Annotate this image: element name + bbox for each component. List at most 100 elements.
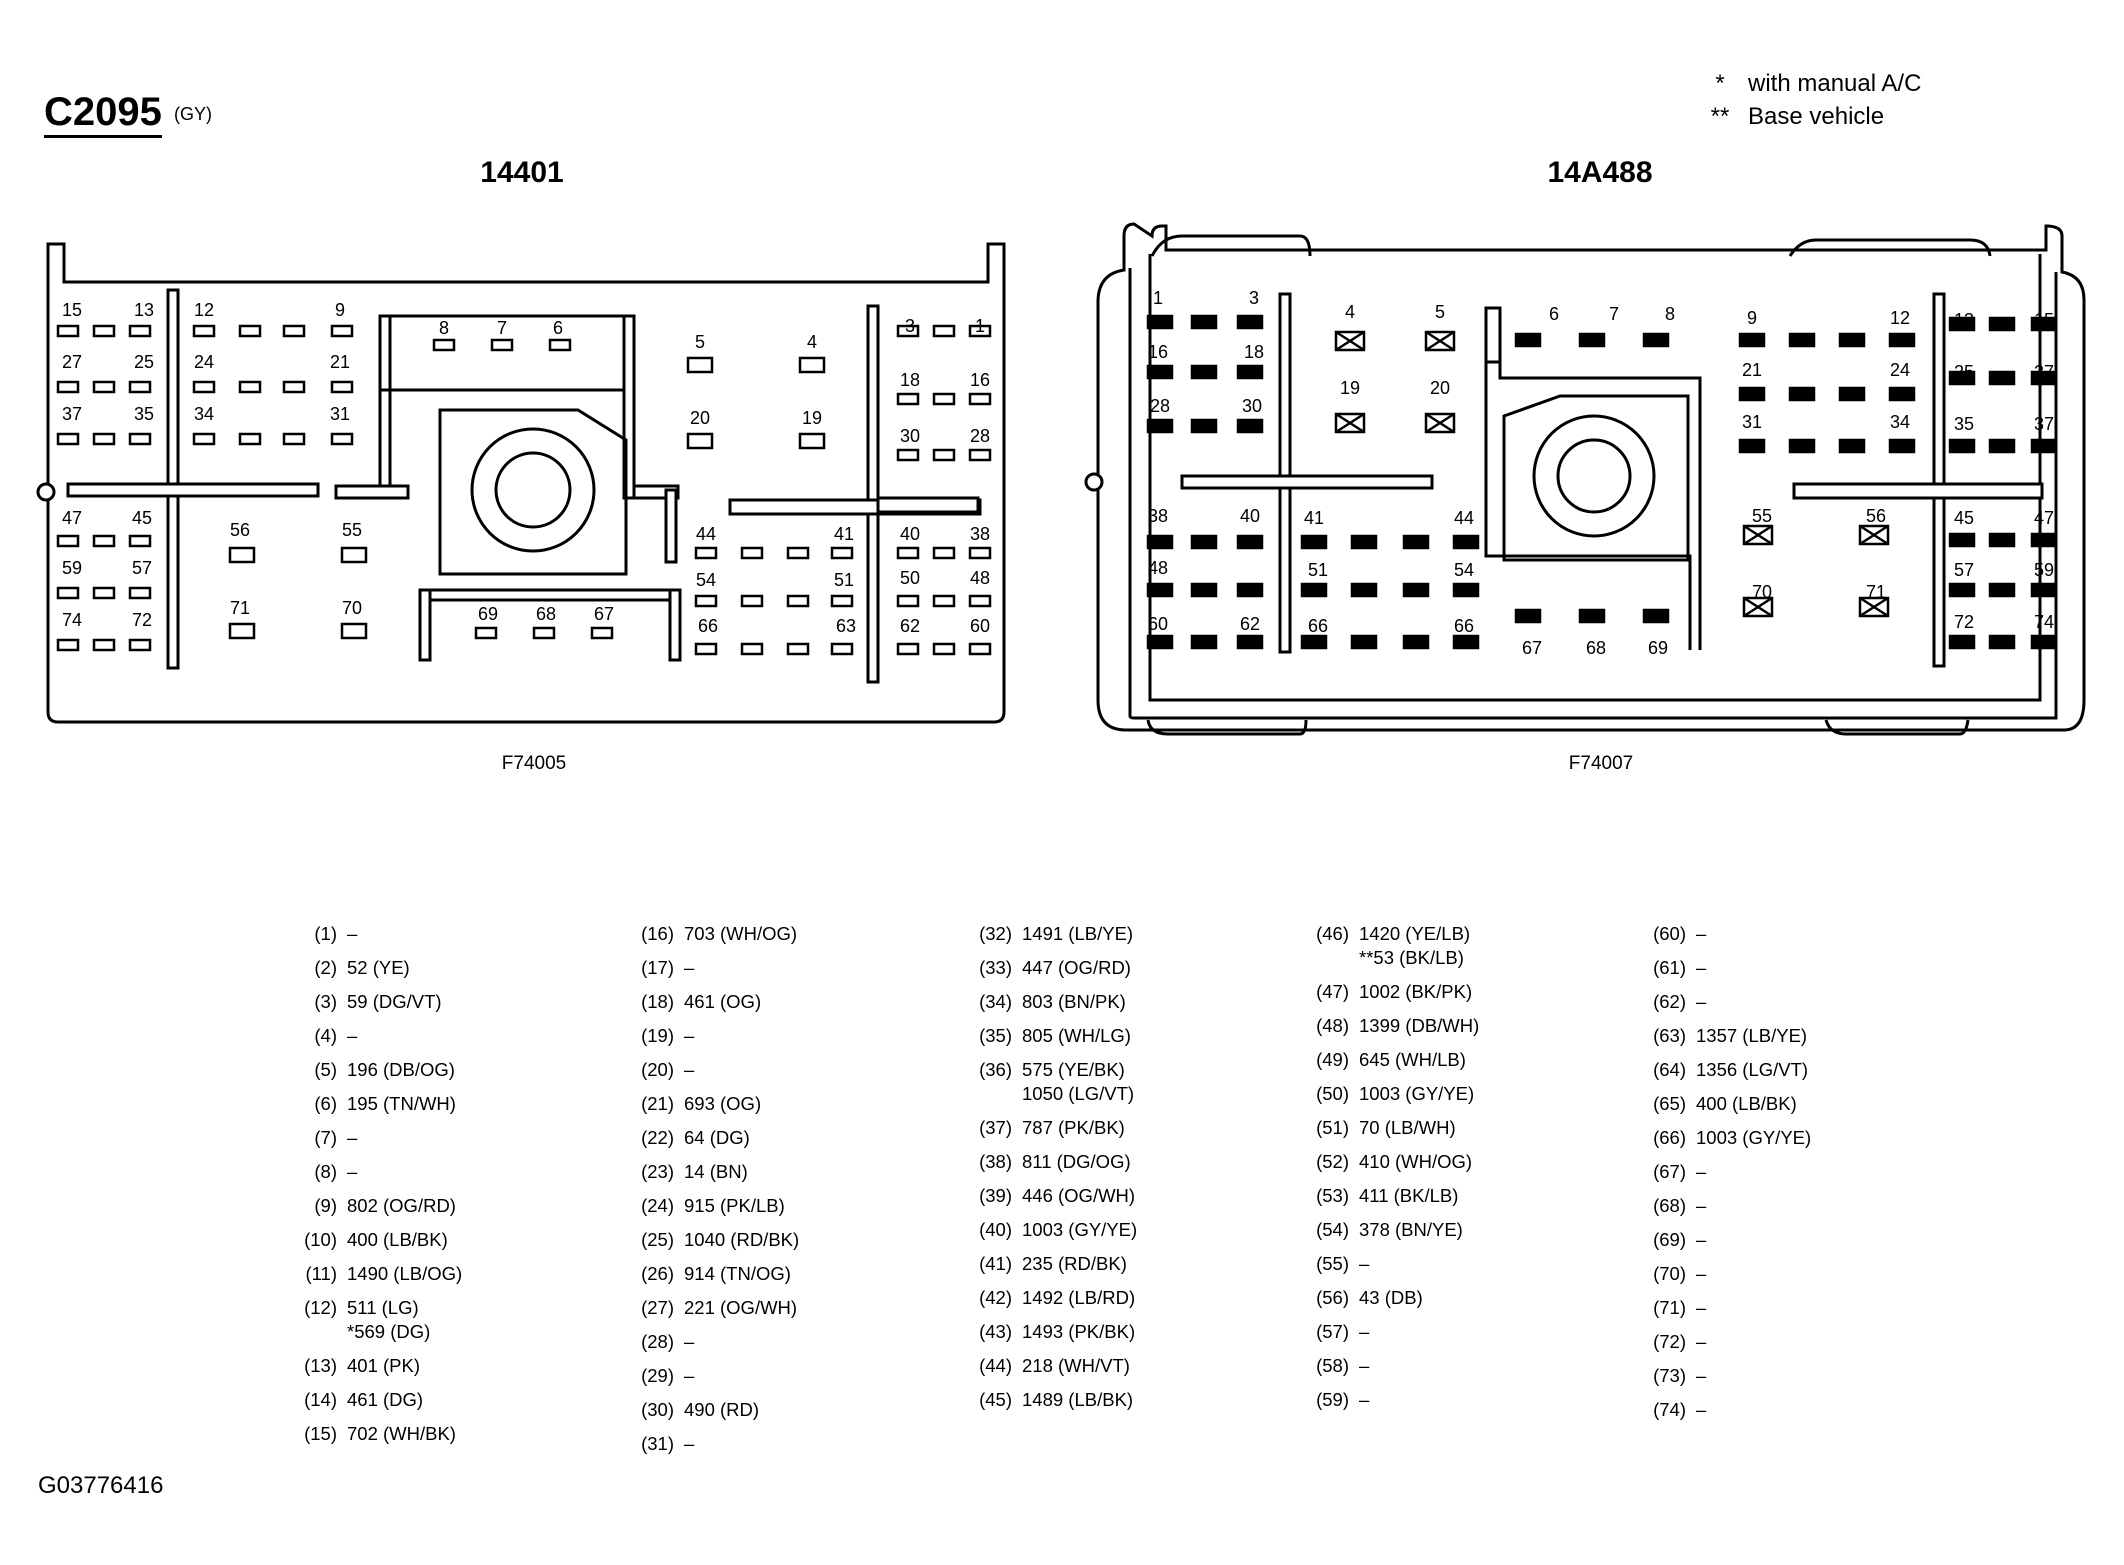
pin-label: 21 xyxy=(330,352,350,372)
pin-cavity xyxy=(432,338,456,352)
circuit-value: 702 (WH/BK) xyxy=(347,1423,456,1444)
pin-number: (8) xyxy=(314,1161,337,1182)
pin-number: (27) xyxy=(641,1297,674,1318)
pin-cavity xyxy=(192,380,216,394)
pin-cavity xyxy=(1988,532,2016,548)
pin-label: 56 xyxy=(230,520,250,540)
pin-label: 38 xyxy=(1148,506,1168,526)
pin-number: (11) xyxy=(305,1263,337,1284)
pin-cavity xyxy=(830,546,854,560)
pin-cavity xyxy=(1452,534,1480,550)
pin-label: 1 xyxy=(1153,288,1163,308)
pin-label: 40 xyxy=(900,524,920,544)
pin-cavity xyxy=(1146,534,1174,550)
pin-cavity xyxy=(490,338,514,352)
pin-label: 71 xyxy=(230,598,250,618)
circuit-value: 14 (BN) xyxy=(684,1161,748,1182)
pin-number: (41) xyxy=(979,1253,1012,1274)
pin-cavity xyxy=(128,586,152,600)
pin-label: 35 xyxy=(134,404,154,424)
pin-label: 54 xyxy=(1454,560,1474,580)
pin-number: (32) xyxy=(979,923,1012,944)
pin-cavity xyxy=(1838,332,1866,348)
pin-number: (47) xyxy=(1316,981,1349,1002)
circuit-value: – xyxy=(684,1433,695,1454)
pin-cavity xyxy=(1402,582,1430,598)
pin-cavity xyxy=(56,324,80,338)
circuit-value: 196 (DB/OG) xyxy=(347,1059,455,1080)
pin-cavity xyxy=(128,324,152,338)
circuit-value: – xyxy=(347,923,358,944)
pin-cavity xyxy=(968,546,992,560)
circuit-value: 70 (LB/WH) xyxy=(1359,1117,1456,1138)
circuit-value: 218 (WH/VT) xyxy=(1022,1355,1130,1376)
pin-number: (31) xyxy=(641,1433,674,1454)
pin-label: 68 xyxy=(536,604,556,624)
pin-cavity xyxy=(228,622,256,640)
pin-cavity xyxy=(1948,316,1976,332)
pin-cavity xyxy=(2030,316,2058,332)
pin-cavity xyxy=(1146,634,1174,650)
pin-cavity xyxy=(2030,634,2058,650)
circuit-value: – xyxy=(1696,1229,1707,1250)
circuit-value: – xyxy=(1359,1253,1370,1274)
pin-cavity xyxy=(1402,634,1430,650)
pin-cavity xyxy=(1888,332,1916,348)
pin-cavity xyxy=(1988,634,2016,650)
pin-number: (46) xyxy=(1316,923,1349,944)
pin-cavity xyxy=(694,642,718,656)
pin-number: (48) xyxy=(1316,1015,1349,1036)
circuit-value: 787 (PK/BK) xyxy=(1022,1117,1125,1138)
pin-label: 74 xyxy=(2034,612,2054,632)
document-id: G03776416 xyxy=(38,1472,164,1499)
note-text: with manual A/C xyxy=(1748,70,1922,97)
pin-cavity xyxy=(1190,534,1218,550)
circuit-value: 693 (OG) xyxy=(684,1093,762,1114)
pin-cavity xyxy=(1146,364,1174,380)
pin-label: 45 xyxy=(1954,508,1974,528)
pin-number: (64) xyxy=(1653,1059,1686,1080)
pin-cavity xyxy=(282,380,306,394)
circuit-value: – xyxy=(684,1025,695,1046)
pin-label: 6 xyxy=(553,318,563,338)
pin-cavity xyxy=(1988,582,2016,598)
pin-label: 57 xyxy=(132,558,152,578)
pin-cavity xyxy=(1190,582,1218,598)
pin-number: (62) xyxy=(1653,991,1686,1012)
pin-cavity xyxy=(330,380,354,394)
circuit-value: 1003 (GY/YE) xyxy=(1359,1083,1475,1104)
circuit-value: 401 (PK) xyxy=(347,1355,421,1376)
pin-cavity xyxy=(1350,534,1378,550)
pin-number: (5) xyxy=(314,1059,337,1080)
pin-cavity xyxy=(1190,418,1218,434)
pin-number: (9) xyxy=(314,1195,337,1216)
pin-cavity xyxy=(896,392,920,406)
circuit-value: – xyxy=(347,1025,358,1046)
pin-cavity xyxy=(128,638,152,652)
circuit-value: – xyxy=(1696,957,1707,978)
circuit-value: 461 (DG) xyxy=(347,1389,424,1410)
connector-color: (GY) xyxy=(174,104,212,124)
pin-number: (17) xyxy=(641,957,674,978)
circuit-value: 1420 (YE/LB) **53 (BK/LB) xyxy=(1359,923,1471,968)
pin-cavity xyxy=(2030,438,2058,454)
pin-cavity xyxy=(1788,332,1816,348)
circuit-value: 1003 (GY/YE) xyxy=(1696,1127,1812,1148)
pin-cavity xyxy=(896,546,920,560)
pin-cavity xyxy=(128,534,152,548)
circuit-value: 811 (DG/OG) xyxy=(1022,1151,1131,1172)
circuit-value: – xyxy=(1359,1355,1370,1376)
pin-number: (39) xyxy=(979,1185,1012,1206)
pin-label: 5 xyxy=(695,332,705,352)
pin-label: 20 xyxy=(690,408,710,428)
pin-label: 37 xyxy=(2034,414,2054,434)
pin-number: (71) xyxy=(1653,1297,1686,1318)
note-base-vehicle: ** Base vehicle xyxy=(1700,103,2000,133)
pin-label: 6 xyxy=(1549,304,1559,324)
pin-number: (58) xyxy=(1316,1355,1349,1376)
circuit-value: 447 (OG/RD) xyxy=(1022,957,1131,978)
pin-cavity xyxy=(740,546,764,560)
pin-number: (36) xyxy=(979,1059,1012,1080)
circuit-value: 575 (YE/BK) 1050 (LG/VT) xyxy=(1022,1059,1135,1104)
pin-label: 8 xyxy=(439,318,449,338)
